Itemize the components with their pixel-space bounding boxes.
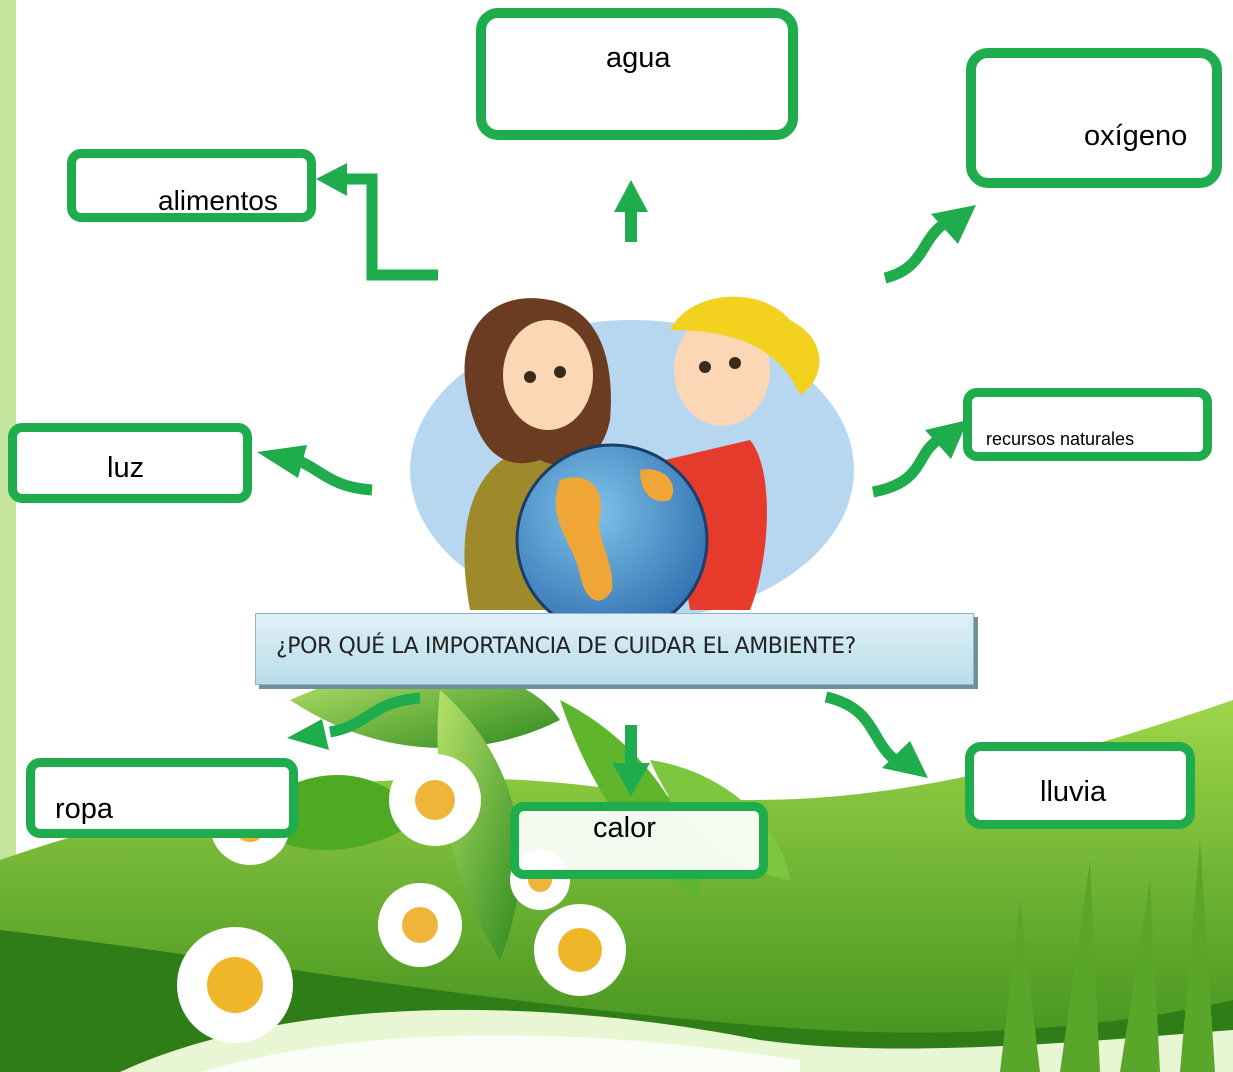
arrows	[257, 163, 976, 796]
left-edge-band	[0, 0, 16, 1072]
node-calor: calor	[510, 802, 768, 879]
arrow-to-luz	[257, 445, 373, 496]
arrow-to-recursos	[871, 420, 968, 498]
node-ropa: ropa	[26, 758, 298, 838]
node-luz: luz	[8, 423, 252, 503]
arrow-to-ropa	[287, 692, 421, 750]
arrow-to-oxigeno	[883, 205, 976, 284]
center-question-text: ¿POR QUÉ LA IMPORTANCIA DE CUIDAR EL AMB…	[276, 634, 856, 659]
node-agua-label: agua	[606, 42, 671, 74]
node-oxigeno: oxígeno	[966, 48, 1222, 188]
node-alimentos-label: alimentos	[158, 185, 278, 216]
node-alimentos: alimentos	[67, 149, 316, 222]
arrow-to-alimentos	[316, 163, 438, 281]
node-lluvia-label: lluvia	[1040, 776, 1107, 808]
node-lluvia: lluvia	[965, 742, 1195, 829]
node-agua: agua	[476, 8, 798, 140]
node-calor-label: calor	[593, 812, 656, 844]
arrow-to-lluvia	[824, 691, 928, 778]
center-question-box: ¿POR QUÉ LA IMPORTANCIA DE CUIDAR EL AMB…	[255, 613, 974, 685]
arrow-to-agua	[614, 180, 648, 242]
node-luz-label: luz	[107, 452, 145, 484]
node-oxigeno-label: oxígeno	[1084, 120, 1188, 152]
arrow-to-calor	[612, 725, 650, 796]
node-recursos-naturales-label: recursos naturales	[986, 429, 1135, 449]
children-globe-illustration	[410, 296, 854, 637]
node-ropa-label: ropa	[55, 793, 114, 825]
node-recursos-naturales: recursos naturales	[963, 388, 1212, 461]
